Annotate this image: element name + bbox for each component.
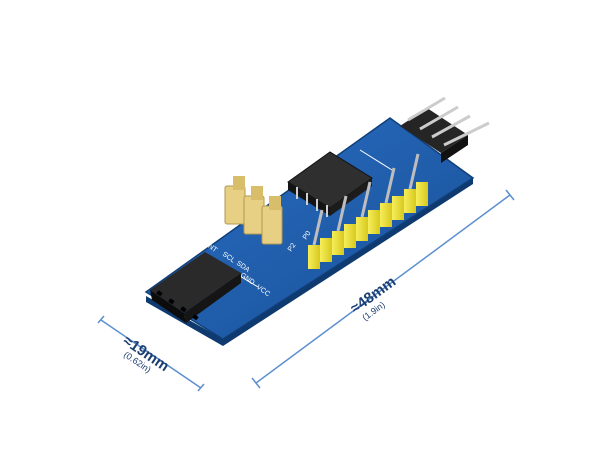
male-header [400,96,490,163]
label-p2: P2 [287,242,298,253]
address-jumpers [224,176,283,245]
label-p0: P0 [302,230,313,241]
ic-chip [287,151,373,217]
width-dimension: ≈19mm (0.62in) [97,315,205,392]
yellow-pin-row [308,153,428,269]
female-header [150,252,241,323]
